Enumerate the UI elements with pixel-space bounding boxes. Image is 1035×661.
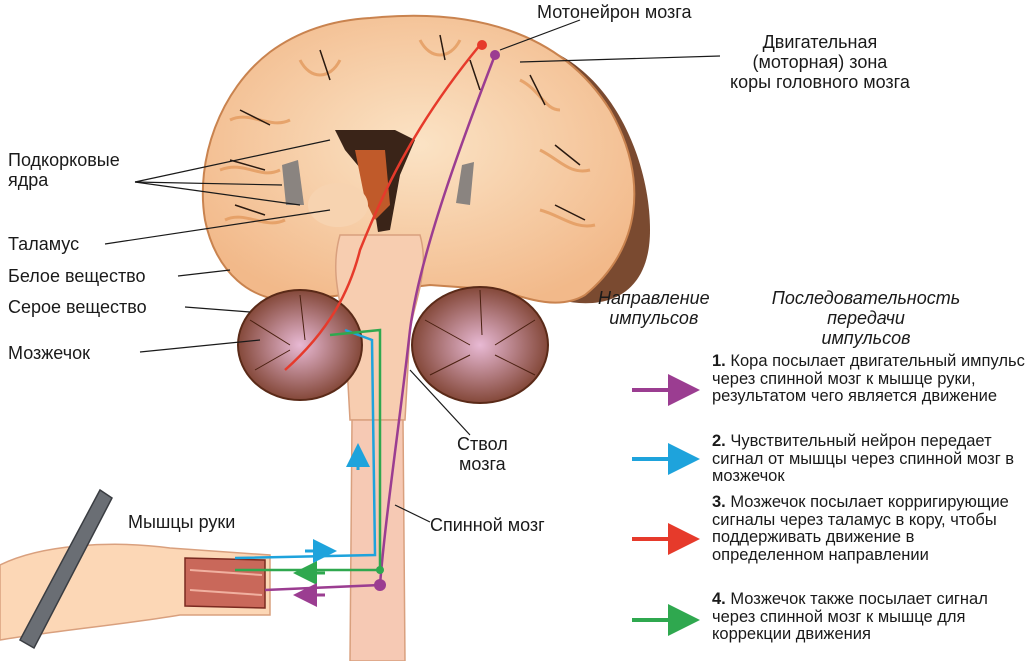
label-cerebellum: Мозжечок xyxy=(8,343,90,363)
label-arm-muscles: Мышцы руки xyxy=(128,512,235,532)
label-subcortical-nuclei: Подкорковые ядра xyxy=(8,150,120,190)
label-white-matter: Белое вещество xyxy=(8,266,146,286)
label-thalamus: Таламус xyxy=(8,234,79,254)
header-direction: Направление импульсов xyxy=(598,288,710,328)
cerebellum-right xyxy=(412,287,548,403)
label-spinal-cord: Спинной мозг xyxy=(430,515,545,535)
step-2: 2. Чувствительный нейрон передает сигнал… xyxy=(712,433,1030,486)
step-number: 2. xyxy=(712,432,726,450)
step-text: Мозжечок посылает корригирующие сигналы … xyxy=(712,493,1009,564)
label-gray-matter: Серое вещество xyxy=(8,297,147,317)
step-number: 4. xyxy=(712,590,726,608)
arm-muscles xyxy=(185,558,265,608)
step-1: 1. Кора посылает двигательный импульс че… xyxy=(712,353,1030,406)
step-number: 3. xyxy=(712,493,726,511)
step-text: Чувствительный нейрон передает сигнал от… xyxy=(712,432,1014,485)
step-text: Кора посылает двигательный импульс через… xyxy=(712,352,1025,405)
label-brainstem: Ствол мозга xyxy=(457,434,508,474)
label-motor-zone: Двигательная (моторная) зона коры головн… xyxy=(730,32,910,92)
step-3: 3. Мозжечок посылает корригирующие сигна… xyxy=(712,494,1030,564)
thalamus xyxy=(308,183,368,227)
step-text: Мозжечок также посылает сигнал через спи… xyxy=(712,590,988,643)
step-4: 4. Мозжечок также посылает сигнал через … xyxy=(712,591,1030,644)
cerebellum-left xyxy=(238,290,362,400)
step-number: 1. xyxy=(712,352,726,370)
header-sequence: Последовательность передачи импульсов xyxy=(746,288,986,348)
label-motor-neuron: Мотонейрон мозга xyxy=(537,2,691,22)
